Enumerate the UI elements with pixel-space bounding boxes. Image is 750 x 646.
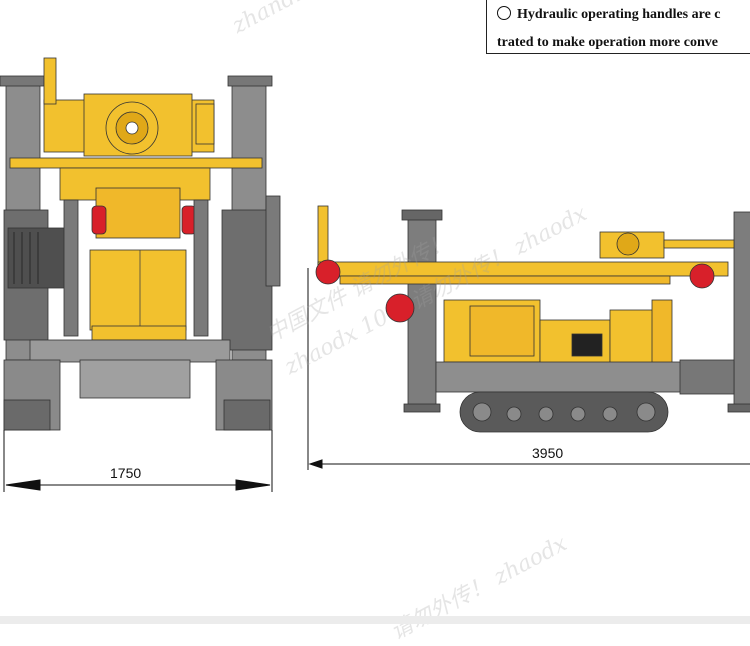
front-left-mast-cap xyxy=(0,75,45,87)
side-crawler-track xyxy=(459,391,669,433)
front-inner-post-right xyxy=(193,199,209,337)
side-red-wheel-mid xyxy=(385,293,415,323)
side-boom-rail xyxy=(339,275,671,285)
front-right-frame xyxy=(221,209,273,351)
side-pump-black xyxy=(571,333,603,357)
front-view xyxy=(0,57,281,431)
side-red-wheel-front xyxy=(315,259,341,285)
side-length-label: 3950 xyxy=(532,445,564,461)
front-engine xyxy=(89,249,187,331)
side-drill-rod xyxy=(663,239,735,249)
note-line-2: trated to make operation more conve xyxy=(497,35,718,50)
side-red-wheel-rear xyxy=(689,263,715,289)
side-drill-gear xyxy=(616,232,640,256)
front-winch-drum xyxy=(7,227,67,289)
side-engine-panel xyxy=(469,305,535,357)
front-engine-base xyxy=(91,325,187,341)
side-dimension xyxy=(307,268,750,470)
front-winch-lines xyxy=(13,232,39,284)
note-text-1: Hydraulic operating handles are c xyxy=(517,7,721,22)
front-dim-arrow-right xyxy=(235,479,271,491)
front-dimension xyxy=(3,430,273,492)
front-dim-arrow-left xyxy=(5,479,41,491)
note-line-1: Hydraulic operating handles are c xyxy=(497,1,750,29)
side-front-outrigger-cap xyxy=(401,209,443,221)
side-valve-block xyxy=(609,309,657,367)
front-feed-post xyxy=(43,57,57,105)
front-inner-post-left xyxy=(63,199,79,337)
front-crossbeam xyxy=(9,157,263,169)
side-rear-foot xyxy=(727,403,750,413)
note-box: Hydraulic operating handles are c trated… xyxy=(486,0,750,54)
front-red-cylinder-left xyxy=(91,205,107,235)
side-front-foot xyxy=(403,403,441,413)
front-undercarriage xyxy=(79,359,191,399)
circle-bullet-icon xyxy=(497,6,511,20)
machine-drawing xyxy=(0,57,750,492)
front-base xyxy=(29,339,231,363)
front-side-block xyxy=(195,103,215,145)
side-track-rollers xyxy=(472,402,656,422)
side-rear-outrigger xyxy=(733,211,750,409)
side-dim-arrow-left xyxy=(308,459,323,469)
front-left-track-shoe xyxy=(3,399,51,431)
front-mid-housing xyxy=(95,187,181,239)
side-view xyxy=(315,205,750,433)
front-gear-center xyxy=(125,121,139,135)
side-mast-tip xyxy=(317,205,329,267)
front-right-track-shoe xyxy=(223,399,271,431)
front-width-label: 1750 xyxy=(110,465,142,481)
side-boom xyxy=(317,261,729,277)
side-rear-cylinder xyxy=(651,299,673,371)
front-right-plate xyxy=(265,195,281,287)
side-rear-chassis xyxy=(679,359,735,395)
front-right-mast-cap xyxy=(227,75,273,87)
bottom-bar xyxy=(0,616,750,624)
